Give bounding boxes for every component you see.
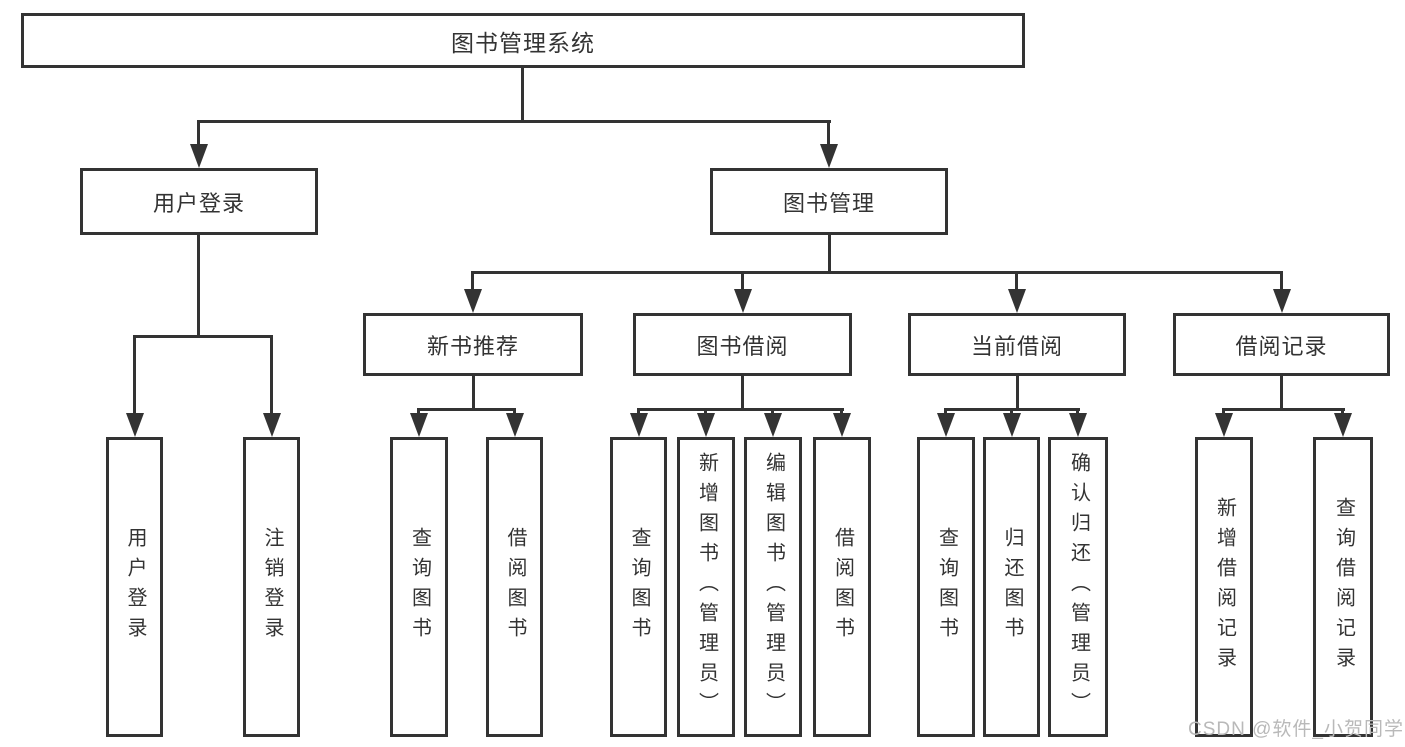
arrow-to-borrow-records	[1273, 274, 1291, 313]
leaf-add-book-admin-label: 新增图书（管理员）	[695, 452, 718, 722]
connector-book-borrow-stub	[741, 376, 744, 411]
leaf-return-book-label: 归还图书	[1001, 527, 1023, 647]
node-current-borrow: 当前借阅	[908, 313, 1126, 376]
leaf-borrow-books-recommend: 借阅图书	[486, 437, 543, 737]
leaf-confirm-return-admin: 确认归还（管理员）	[1048, 437, 1108, 737]
arrow-current-query	[937, 411, 955, 437]
leaf-add-borrow-record: 新增借阅记录	[1195, 437, 1253, 737]
arrow-to-book-management	[820, 123, 838, 168]
leaf-edit-book-admin: 编辑图书（管理员）	[744, 437, 802, 737]
leaf-confirm-return-admin-label: 确认归还（管理员）	[1067, 452, 1090, 722]
connector-borrow-records-stub	[1280, 376, 1283, 411]
arrow-borrow-edit	[764, 411, 782, 437]
arrow-to-leaf-user-login	[126, 338, 144, 437]
arrow-to-current-borrow	[1008, 274, 1026, 313]
connector-current-borrow-bar	[944, 408, 1080, 411]
arrow-to-book-borrow	[734, 274, 752, 313]
connector-book-borrow-bar	[637, 408, 844, 411]
leaf-logout-label: 注销登录	[261, 527, 283, 647]
node-borrow-records: 借阅记录	[1173, 313, 1390, 376]
node-book-management: 图书管理	[710, 168, 948, 235]
arrow-new-book-borrow	[506, 411, 524, 437]
leaf-user-login-label: 用户登录	[124, 527, 146, 647]
connector-current-borrow-stub	[1016, 376, 1019, 411]
leaf-borrow-books-recommend-label: 借阅图书	[504, 527, 526, 647]
leaf-query-books-borrow: 查询图书	[610, 437, 667, 737]
leaf-query-books-current-label: 查询图书	[935, 527, 958, 647]
leaf-query-books-recommend-label: 查询图书	[408, 527, 431, 647]
connector-new-book-bar	[417, 408, 516, 411]
arrow-current-confirm	[1069, 411, 1087, 437]
leaf-borrow-books-borrow: 借阅图书	[813, 437, 871, 737]
arrow-records-query	[1334, 411, 1352, 437]
connector-user-login-stub	[197, 235, 200, 338]
leaf-query-books-current: 查询图书	[917, 437, 975, 737]
arrow-current-return	[1003, 411, 1021, 437]
connector-book-management-bar	[471, 271, 1283, 274]
arrow-new-book-query	[410, 411, 428, 437]
leaf-query-borrow-record-label: 查询借阅记录	[1332, 497, 1355, 677]
leaf-add-book-admin: 新增图书（管理员）	[677, 437, 735, 737]
leaf-add-borrow-record-label: 新增借阅记录	[1213, 497, 1236, 677]
node-new-book-recommend: 新书推荐	[363, 313, 583, 376]
arrow-borrow-query	[630, 411, 648, 437]
connector-borrow-records-bar	[1222, 408, 1345, 411]
leaf-return-book: 归还图书	[983, 437, 1040, 737]
arrow-borrow-add	[697, 411, 715, 437]
node-book-borrow: 图书借阅	[633, 313, 852, 376]
connector-root-bar	[197, 120, 831, 123]
connector-book-management-stub	[828, 235, 831, 274]
connector-new-book-stub	[472, 376, 475, 411]
arrow-to-user-login	[190, 123, 208, 168]
arrow-to-new-book-recommend	[464, 274, 482, 313]
arrow-to-leaf-logout	[263, 338, 281, 437]
node-root: 图书管理系统	[21, 13, 1025, 68]
leaf-query-books-borrow-label: 查询图书	[628, 527, 650, 647]
node-user-login: 用户登录	[80, 168, 318, 235]
arrow-records-add	[1215, 411, 1233, 437]
leaf-user-login: 用户登录	[106, 437, 163, 737]
leaf-query-books-recommend: 查询图书	[390, 437, 448, 737]
watermark: CSDN @软件_小贺同学	[1188, 719, 1404, 740]
leaf-query-borrow-record: 查询借阅记录	[1313, 437, 1373, 737]
connector-user-login-bar	[133, 335, 273, 338]
leaf-logout: 注销登录	[243, 437, 300, 737]
leaf-borrow-books-borrow-label: 借阅图书	[831, 527, 854, 647]
connector-root-stub	[521, 68, 524, 123]
arrow-borrow-borrow	[833, 411, 851, 437]
leaf-edit-book-admin-label: 编辑图书（管理员）	[762, 452, 785, 722]
